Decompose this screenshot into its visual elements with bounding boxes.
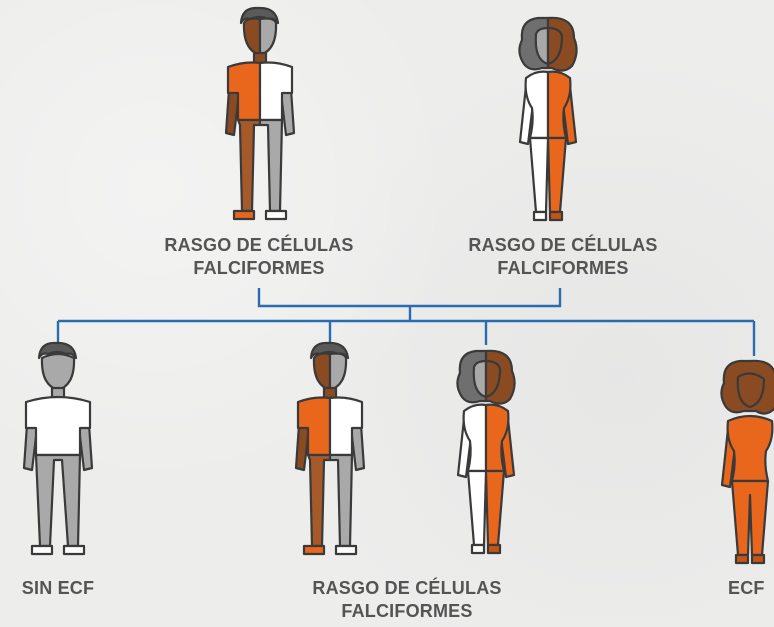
child-ecf-figure: [720, 359, 774, 565]
child-trait-label: RASGO DE CÉLULAS FALCIFORMES: [287, 577, 527, 623]
child-ecf-label: ECF: [728, 577, 774, 600]
child-trait-boy-figure: [294, 341, 366, 556]
child-trait-label-line1: RASGO DE CÉLULAS: [312, 578, 502, 598]
parent-mother-figure: [518, 16, 578, 222]
parent-mother-label-line1: RASGO DE CÉLULAS: [468, 235, 658, 255]
parent-father-label: RASGO DE CÉLULAS FALCIFORMES: [139, 234, 379, 280]
child-ecf-label-text: ECF: [728, 578, 765, 598]
child-sin-ecf-label: SIN ECF: [0, 577, 116, 600]
parent-father-figure: [224, 6, 296, 221]
parent-mother-label: RASGO DE CÉLULAS FALCIFORMES: [443, 234, 683, 280]
child-sin-ecf-label-text: SIN ECF: [21, 578, 95, 598]
parents-join-line: [257, 288, 562, 308]
parent-mother-label-line2: FALCIFORMES: [497, 258, 629, 278]
parent-father-label-line2: FALCIFORMES: [193, 258, 325, 278]
child-trait-girl-figure: [456, 349, 516, 555]
parent-father-label-line1: RASGO DE CÉLULAS: [164, 235, 354, 255]
child-trait-label-line2: FALCIFORMES: [341, 601, 473, 621]
child-sin-ecf-figure: [22, 341, 94, 556]
family-connector-lines: [56, 288, 756, 356]
